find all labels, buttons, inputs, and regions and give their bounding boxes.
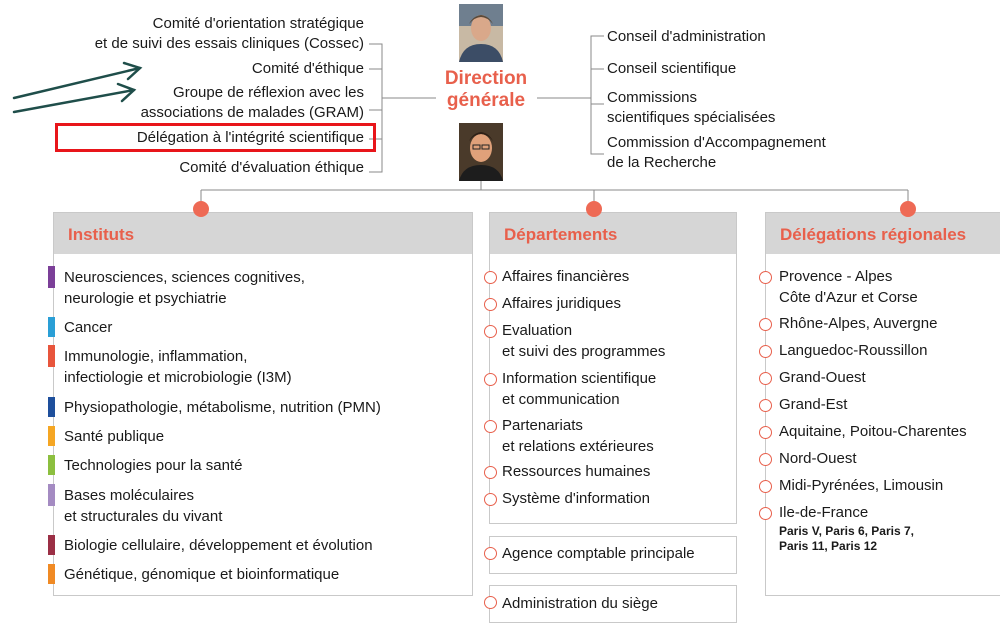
conseil-scientifique-label: Conseil scientifique: [607, 60, 737, 77]
institut-item: Génétique, génomique et bioinformatique: [64, 566, 340, 583]
departements-title: Départements: [504, 225, 618, 244]
regions-card: Délégations régionales: [765, 212, 1000, 596]
departements-header: Départements: [490, 213, 736, 254]
bullet-icon: [484, 271, 497, 284]
institut-item: Technologies pour la santé: [64, 457, 243, 474]
institut-item: Immunologie, inflammation,infectiologie …: [64, 348, 292, 386]
director-photo-bottom: [459, 123, 503, 181]
org-connector-lines: [200, 35, 909, 208]
bullet-icon: [484, 420, 497, 433]
region-item: Nord-Ouest: [779, 450, 857, 467]
agence-comptable-box: [489, 536, 737, 574]
cossec-label: Comité d'orientation stratégique et de s…: [94, 15, 364, 52]
institut-color-bar: [48, 266, 55, 288]
regions-connector-dot: [900, 201, 916, 217]
region-item: Aquitaine, Poitou-Charentes: [779, 423, 967, 440]
conseil-administration-label: Conseil d'administration: [607, 28, 766, 45]
bullet-icon: [759, 480, 772, 493]
institut-color-bar: [48, 535, 55, 555]
bullet-icon: [484, 298, 497, 311]
region-item: Ile-de-France Paris V, Paris 6, Paris 7,…: [779, 504, 914, 553]
director-photo-top: [459, 4, 503, 62]
departement-item: Système d'information: [502, 490, 650, 507]
institut-color-bar: [48, 455, 55, 475]
institut-item: Biologie cellulaire, développement et év…: [64, 537, 373, 554]
departements-connector-dot: [586, 201, 602, 217]
comite-ethique-label: Comité d'éthique: [251, 60, 364, 77]
bullet-icon: [759, 426, 772, 439]
departement-item: Ressources humaines: [502, 463, 651, 480]
institut-item: Cancer: [64, 319, 113, 336]
departement-item: Affaires juridiques: [502, 295, 621, 312]
bullet-icon: [759, 372, 772, 385]
arrow-icons: [12, 61, 143, 114]
gram-label: Groupe de réflexion avec les association…: [140, 84, 364, 121]
integrite-highlight-box: [55, 123, 376, 152]
region-item: Grand-Ouest: [779, 369, 866, 386]
bullet-icon: [759, 345, 772, 358]
instituts-card: Instituts: [53, 212, 473, 596]
bullet-icon: [759, 318, 772, 331]
instituts-header: Instituts: [54, 213, 472, 254]
institut-item: Neurosciences, sciences cognitives,neuro…: [64, 269, 305, 307]
regions-title: Délégations régionales: [780, 225, 967, 244]
commission-accompagnement-label: Commission d'Accompagnement de la Recher…: [607, 134, 826, 171]
institut-color-bar: [48, 317, 55, 337]
bullet-icon: [759, 399, 772, 412]
institut-color-bar: [48, 564, 55, 584]
institut-color-bar: [48, 345, 55, 367]
integrite-scientifique-label: Délégation à l'intégrité scientifique: [136, 129, 364, 146]
institut-item: Santé publique: [64, 428, 165, 445]
commissions-label: Commissions scientifiques spécialisées: [607, 89, 776, 126]
institut-color-bar: [48, 426, 55, 446]
region-item: Rhône-Alpes, Auvergne: [779, 315, 938, 332]
bullet-icon: [759, 453, 772, 466]
bullet-icon: [759, 507, 772, 520]
departements-card: Départements: [489, 212, 737, 524]
departement-item: Affaires financières: [502, 268, 630, 285]
bullet-icon: [484, 325, 497, 338]
regions-header: Délégations régionales: [766, 213, 1000, 254]
region-item: Languedoc-Roussillon: [779, 342, 928, 359]
bullet-icon: [484, 493, 497, 506]
direction-generale-label: Direction générale: [444, 68, 528, 111]
bullet-icon: [484, 466, 497, 479]
region-item: Midi-Pyrénées, Limousin: [779, 477, 944, 494]
institut-item: Physiopathologie, métabolisme, nutrition…: [64, 399, 381, 416]
administration-siege-label: Administration du siège: [502, 595, 658, 612]
comite-evaluation-ethique-label: Comité d'évaluation éthique: [179, 159, 364, 176]
institut-color-bar: [48, 484, 55, 506]
region-item: Grand-Est: [779, 396, 848, 413]
institut-color-bar: [48, 397, 55, 417]
instituts-connector-dot: [193, 201, 209, 217]
bullet-icon: [484, 547, 497, 560]
instituts-title: Instituts: [68, 225, 135, 244]
bullet-icon: [484, 373, 497, 386]
bullet-icon: [759, 271, 772, 284]
agence-comptable-label: Agence comptable principale: [502, 545, 695, 562]
